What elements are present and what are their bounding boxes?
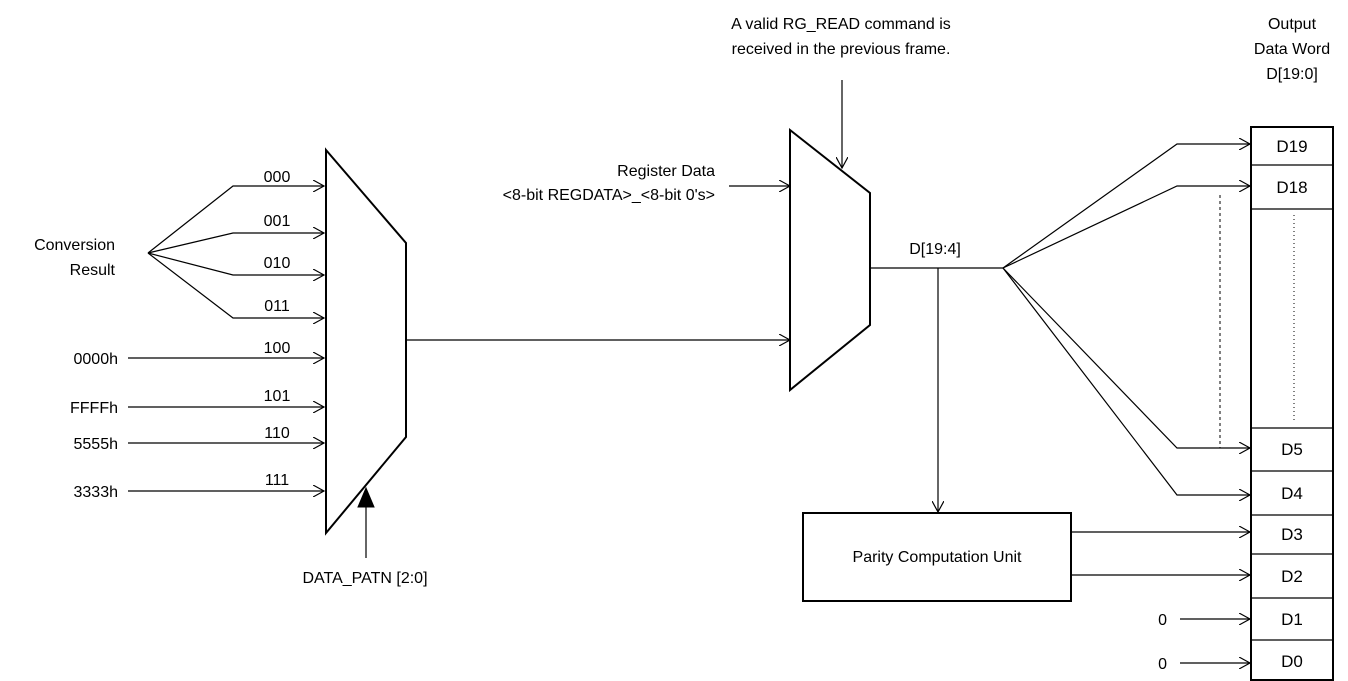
mux1-code-100: 100 [264,340,291,357]
mux1-code-000: 000 [264,169,291,186]
input-5555h-label: 5555h [74,436,119,453]
constant-zero-d1-label: 0 [1158,612,1167,629]
fixed-input-wires [128,357,296,492]
mux2-select-note-line1: A valid RG_READ command is [731,16,951,33]
register-data-label-line1: Register Data [617,163,715,180]
register-data-label-line2: <8-bit REGDATA>_<8-bit 0's> [503,187,715,204]
output-word-heading-line2: Data Word [1254,41,1330,58]
mux1 [325,147,407,536]
output-word-dividers [1251,164,1333,641]
output-word-heading-line1: Output [1268,16,1317,33]
constant-zero-d0-label: 0 [1158,656,1167,673]
bit-d5: D5 [1281,440,1303,459]
bit-d2: D2 [1281,567,1303,586]
bit-d4: D4 [1281,484,1303,503]
bus-fanout-wires [1002,144,1250,495]
mux1-code-111: 111 [265,472,289,489]
mux2-select-note-line2: received in the previous frame. [732,41,951,58]
mux1-code-010: 010 [264,255,291,272]
mux1-code-011: 011 [264,298,290,315]
conversion-result-fanout [147,185,296,319]
parity-computation-unit-label: Parity Computation Unit [853,549,1023,566]
bit-d19: D19 [1276,137,1307,156]
bit-d3: D3 [1281,525,1303,544]
mux1-code-001: 001 [264,213,291,230]
parity-computation-unit [802,512,1072,602]
conversion-result-label-line2: Result [70,262,116,279]
input-ffffh-label: FFFFh [70,400,118,417]
mux1-input-arrows [296,186,324,491]
input-0000h-label: 0000h [74,351,119,368]
mux1-code-101: 101 [264,388,291,405]
mux2 [789,127,871,393]
mux1-select-arrowhead [357,486,375,508]
output-word-heading-line3: D[19:0] [1266,66,1318,83]
output-word-register [1250,126,1334,681]
mux1-select-label: DATA_PATN [2:0] [302,570,427,587]
output-bus-label: D[19:4] [909,241,961,258]
conversion-result-label-line1: Conversion [34,237,115,254]
mux1-code-110: 110 [264,425,290,442]
input-3333h-label: 3333h [74,484,119,501]
bit-d0: D0 [1281,652,1303,671]
bit-d18: D18 [1276,178,1307,197]
bit-d1: D1 [1281,610,1303,629]
